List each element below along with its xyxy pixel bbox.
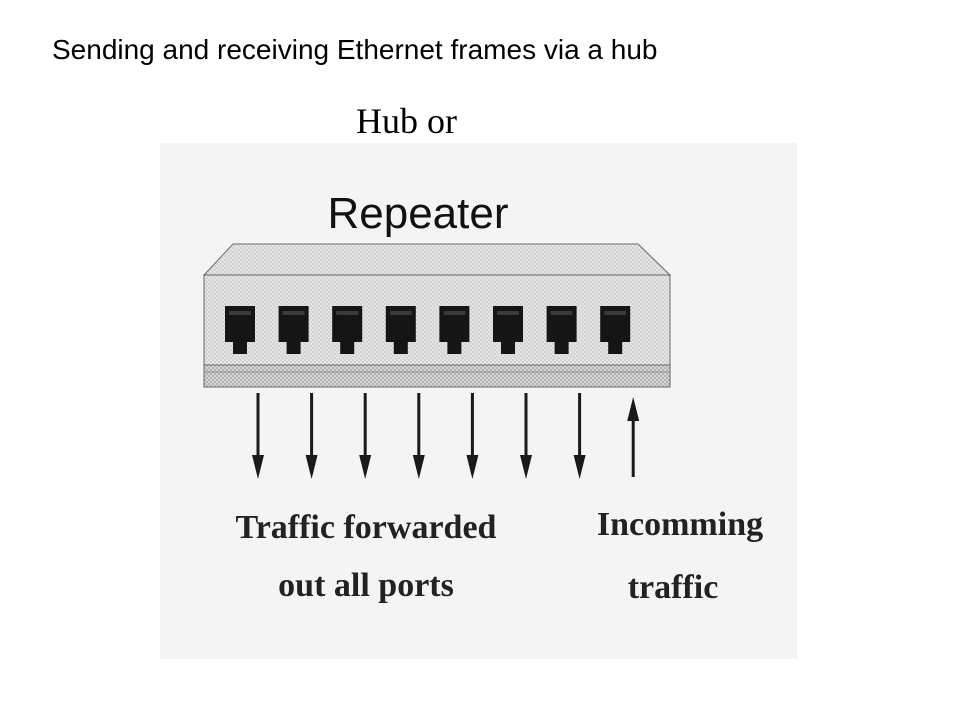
outgoing-arrow-6 — [520, 393, 532, 479]
hub-diagram: Repeater Traffic forwarded out all ports… — [160, 143, 797, 659]
incoming-caption-line-1: Incomming — [597, 506, 763, 543]
outgoing-arrow-5 — [466, 393, 478, 479]
traffic-arrows — [252, 393, 639, 479]
outgoing-arrow-4 — [413, 393, 425, 479]
forwarded-caption-line-1: Traffic forwarded — [236, 509, 497, 546]
hub-front-face — [204, 275, 670, 365]
hub-base — [204, 365, 670, 387]
outgoing-arrow-7 — [574, 393, 586, 479]
hub-top-face — [204, 244, 670, 275]
incoming-caption-line-2: traffic — [628, 569, 719, 606]
outgoing-arrow-3 — [359, 393, 371, 479]
device-label: Repeater — [327, 189, 508, 238]
outgoing-arrow-1 — [252, 393, 264, 479]
incoming-arrow — [627, 397, 639, 477]
diagram-heading: Hub or — [356, 100, 457, 142]
slide-title: Sending and receiving Ethernet frames vi… — [52, 34, 658, 66]
forwarded-caption-line-2: out all ports — [278, 567, 454, 604]
hub-diagram-svg: Repeater Traffic forwarded out all ports… — [160, 143, 797, 659]
outgoing-arrow-2 — [306, 393, 318, 479]
